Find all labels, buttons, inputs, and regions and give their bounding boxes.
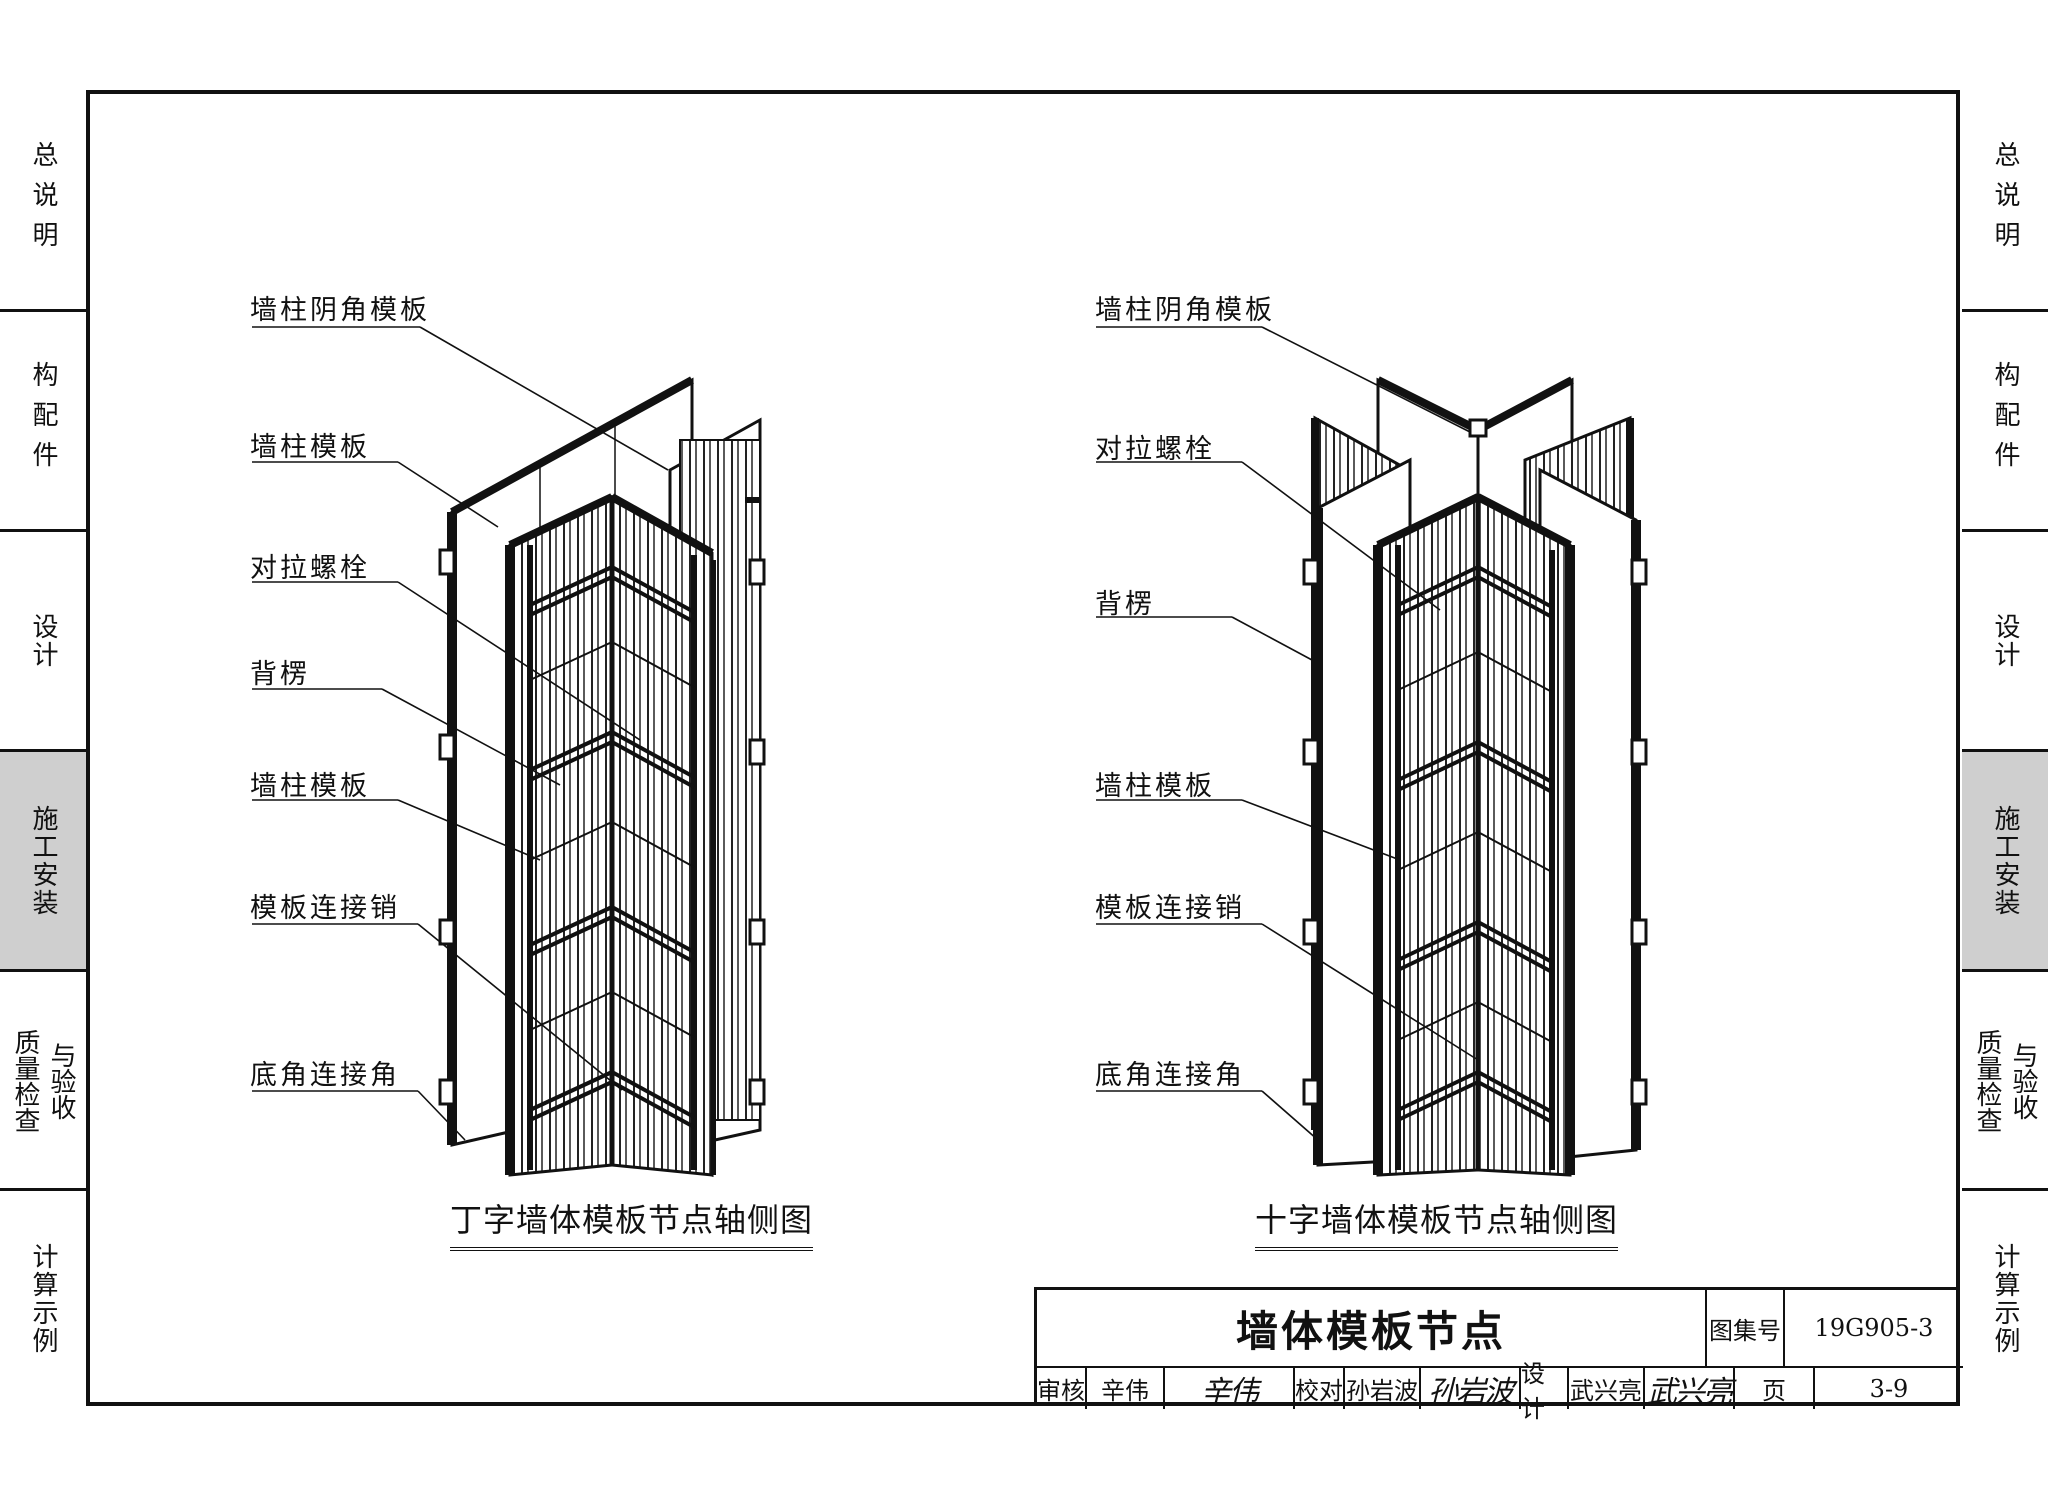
label-connecting-pin: 模板连接销 — [250, 893, 400, 924]
atlas-label: 图集号 — [1707, 1290, 1785, 1368]
label-wall-formwork: 墙柱模板 — [250, 432, 370, 463]
left-side-nav: 总说明 构配件 设计 施工安装 与验收质量检查 计算示例 — [0, 90, 86, 1406]
cross-wall-formwork-drawing — [1096, 326, 1648, 1177]
caption-t-wall: 丁字墙体模板节点轴侧图 — [450, 1195, 814, 1251]
reviewer-name: 辛伟 — [1087, 1368, 1165, 1409]
label-tie-bolt-right: 对拉螺栓 — [1095, 434, 1215, 465]
caption-cross-wall: 十字墙体模板节点轴侧图 — [1255, 1195, 1619, 1251]
side-tab-quality[interactable]: 与验收质量检查 — [0, 969, 86, 1189]
side-tab-components-right[interactable]: 构配件 — [1962, 309, 2048, 530]
side-tab-calculation[interactable]: 计算示例 — [0, 1188, 86, 1406]
label-connecting-pin-right: 模板连接销 — [1095, 893, 1245, 924]
title-block: 墙体模板节点 图集号 19G905-3 审核 辛伟 辛伟 校对 孙岩波 孙岩波 … — [1034, 1287, 1963, 1423]
atlas-number: 19G905-3 — [1785, 1290, 1963, 1368]
label-base-angle-right: 底角连接角 — [1095, 1060, 1245, 1091]
side-tab-general-right[interactable]: 总说明 — [1990, 141, 2020, 261]
side-tab-quality-right[interactable]: 与验收质量检查 — [1962, 969, 2048, 1189]
side-tab-design[interactable]: 设计 — [0, 529, 86, 750]
check-label: 校对 — [1295, 1368, 1345, 1409]
label-waler: 背楞 — [250, 659, 310, 690]
page-number: 3-9 — [1869, 1374, 1909, 1403]
review-label: 审核 — [1037, 1368, 1087, 1409]
checker-name: 孙岩波 — [1345, 1368, 1421, 1409]
side-tab-general[interactable]: 总说明 — [28, 141, 58, 261]
checker-signature: 孙岩波 — [1421, 1368, 1521, 1410]
side-tab-calculation-right[interactable]: 计算示例 — [1962, 1188, 2048, 1406]
designer-name: 武兴亮 — [1569, 1368, 1645, 1409]
label-wall-formwork-2: 墙柱模板 — [250, 771, 370, 802]
label-corner-formwork: 墙柱阴角模板 — [250, 295, 430, 326]
t-wall-formwork-drawing — [252, 326, 766, 1178]
side-tab-installation[interactable]: 施工安装 — [0, 749, 86, 970]
designer-signature: 武兴亮 — [1645, 1368, 1735, 1410]
side-tab-components[interactable]: 构配件 — [0, 309, 86, 530]
page-label: 页 — [1735, 1368, 1815, 1409]
label-tie-bolt: 对拉螺栓 — [250, 553, 370, 584]
right-side-nav: 总说明 构配件 设计 施工安装 与验收质量检查 计算示例 — [1962, 90, 2048, 1406]
label-waler-right: 背楞 — [1095, 589, 1155, 620]
drawing-frame — [86, 90, 1960, 1406]
label-wall-formwork-right: 墙柱模板 — [1095, 771, 1215, 802]
drawing-title: 墙体模板节点 — [1037, 1290, 1707, 1368]
side-tab-design-right[interactable]: 设计 — [1962, 529, 2048, 750]
label-corner-formwork-right: 墙柱阴角模板 — [1095, 295, 1275, 326]
side-tab-installation-right[interactable]: 施工安装 — [1962, 749, 2048, 970]
reviewer-signature: 辛伟 — [1165, 1368, 1295, 1410]
design-label: 设计 — [1521, 1360, 1569, 1423]
label-base-angle: 底角连接角 — [250, 1060, 400, 1091]
